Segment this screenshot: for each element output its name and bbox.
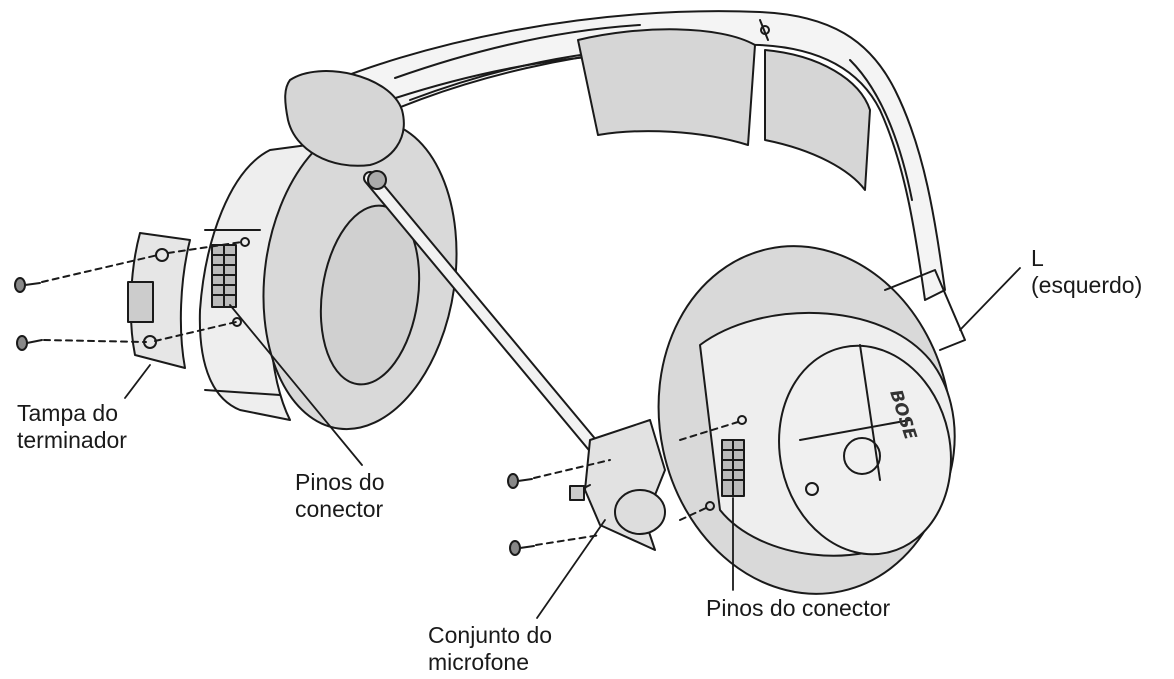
microphone-boom xyxy=(363,170,627,485)
label-connector-pins-left: Pinos do conector xyxy=(295,469,385,523)
leader-left-side xyxy=(959,267,1021,331)
label-left-side-line2: (esquerdo) xyxy=(1031,272,1143,298)
terminator-cover-drawing xyxy=(127,232,191,369)
label-terminator-cover: Tampa do terminador xyxy=(17,400,127,454)
label-microphone-assembly: Conjunto do microfone xyxy=(428,622,552,676)
label-connector-pins-left-line2: conector xyxy=(295,496,384,522)
headband-pad xyxy=(577,28,756,146)
microphone-assembly-drawing xyxy=(569,419,666,551)
screw-left-bottom xyxy=(16,335,43,351)
label-connector-pins-right: Pinos do conector xyxy=(706,595,890,622)
label-left-side: L (esquerdo) xyxy=(1031,245,1142,299)
label-connector-pins-right-line1: Pinos do conector xyxy=(706,595,891,621)
label-left-side-line1: L xyxy=(1031,245,1044,271)
microphone-windscreen xyxy=(284,70,405,167)
screw-right-bottom xyxy=(509,540,535,556)
screw-left-top xyxy=(14,277,41,293)
screw-right-top xyxy=(507,473,533,489)
leader-pins-left xyxy=(229,304,363,466)
leader-microphone-assembly xyxy=(536,519,606,619)
label-connector-pins-left-line1: Pinos do xyxy=(295,469,385,495)
label-terminator-cover-line1: Tampa do xyxy=(17,400,119,426)
leader-terminator-cover xyxy=(124,364,151,399)
connector-pins-left-drawing xyxy=(211,237,250,327)
connector-pins-right-drawing xyxy=(705,415,747,511)
right-earcup xyxy=(657,245,966,595)
label-terminator-cover-line2: terminador xyxy=(17,427,127,453)
label-microphone-assembly-line1: Conjunto do xyxy=(428,622,553,648)
label-microphone-assembly-line2: microfone xyxy=(428,649,529,675)
headband-pad xyxy=(764,49,871,191)
